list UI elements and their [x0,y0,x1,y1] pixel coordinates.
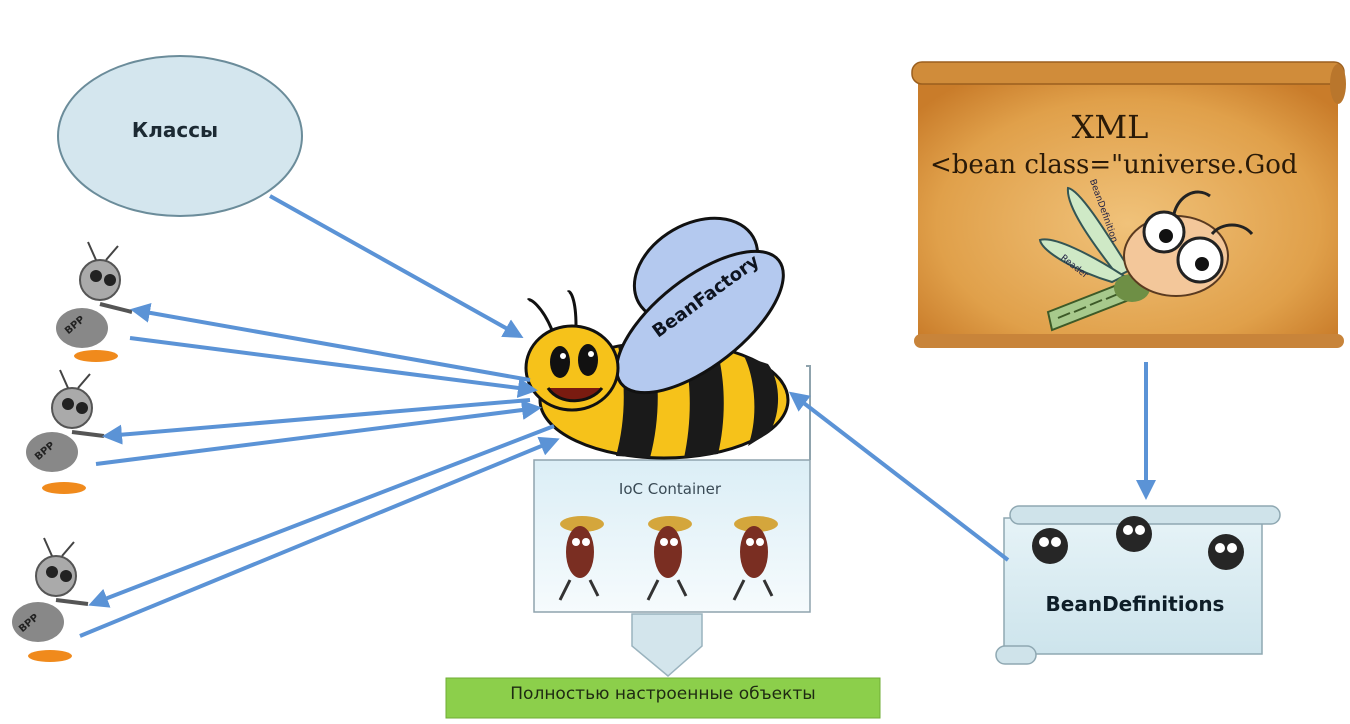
bpp-ant-icon-1 [56,241,133,362]
classes-label: Классы [131,118,219,142]
xml-title: XML [1071,108,1149,146]
arrow-beanfactory-to-bpp-2 [102,398,531,445]
arrow-bpp-2-to-beanfactory [95,400,542,466]
arrow-bpp-1-to-beanfactory [129,336,538,398]
bean-runner-icon-3 [732,516,778,601]
bean-runner-icon-1 [558,516,604,601]
xml-code-snippet: <bean class="universe.God [930,150,1298,180]
bean-definitions-label: BeanDefinitions [1045,592,1225,616]
bpp-ant-icon-2 [26,369,105,494]
arrow-beanfactory-to-bpp-3 [88,424,555,608]
dragonfly-reader-icon [1038,186,1254,332]
bpp-ant-icon-3 [12,537,89,662]
classes-ellipse [57,55,303,217]
bean-definitions-scroll [995,505,1281,665]
bean-runner-icon-2 [646,516,692,601]
result-box [445,677,881,719]
connector-arrows [79,194,1156,638]
arrow-beanfactory-to-bpp-1 [130,302,531,382]
arrow-bean-definitions-to-beanfactory [788,391,1010,562]
arrow-classes-to-beanfactory [269,194,524,338]
down-chevron-arrow [631,613,703,677]
result-label: Полностью настроенные объекты [510,684,816,704]
arrow-bpp-3-to-beanfactory [79,436,560,638]
beanfactory-bee-icon [524,216,790,460]
ioc-container-label: IoC Container [618,480,722,498]
xml-parchment [911,61,1346,348]
